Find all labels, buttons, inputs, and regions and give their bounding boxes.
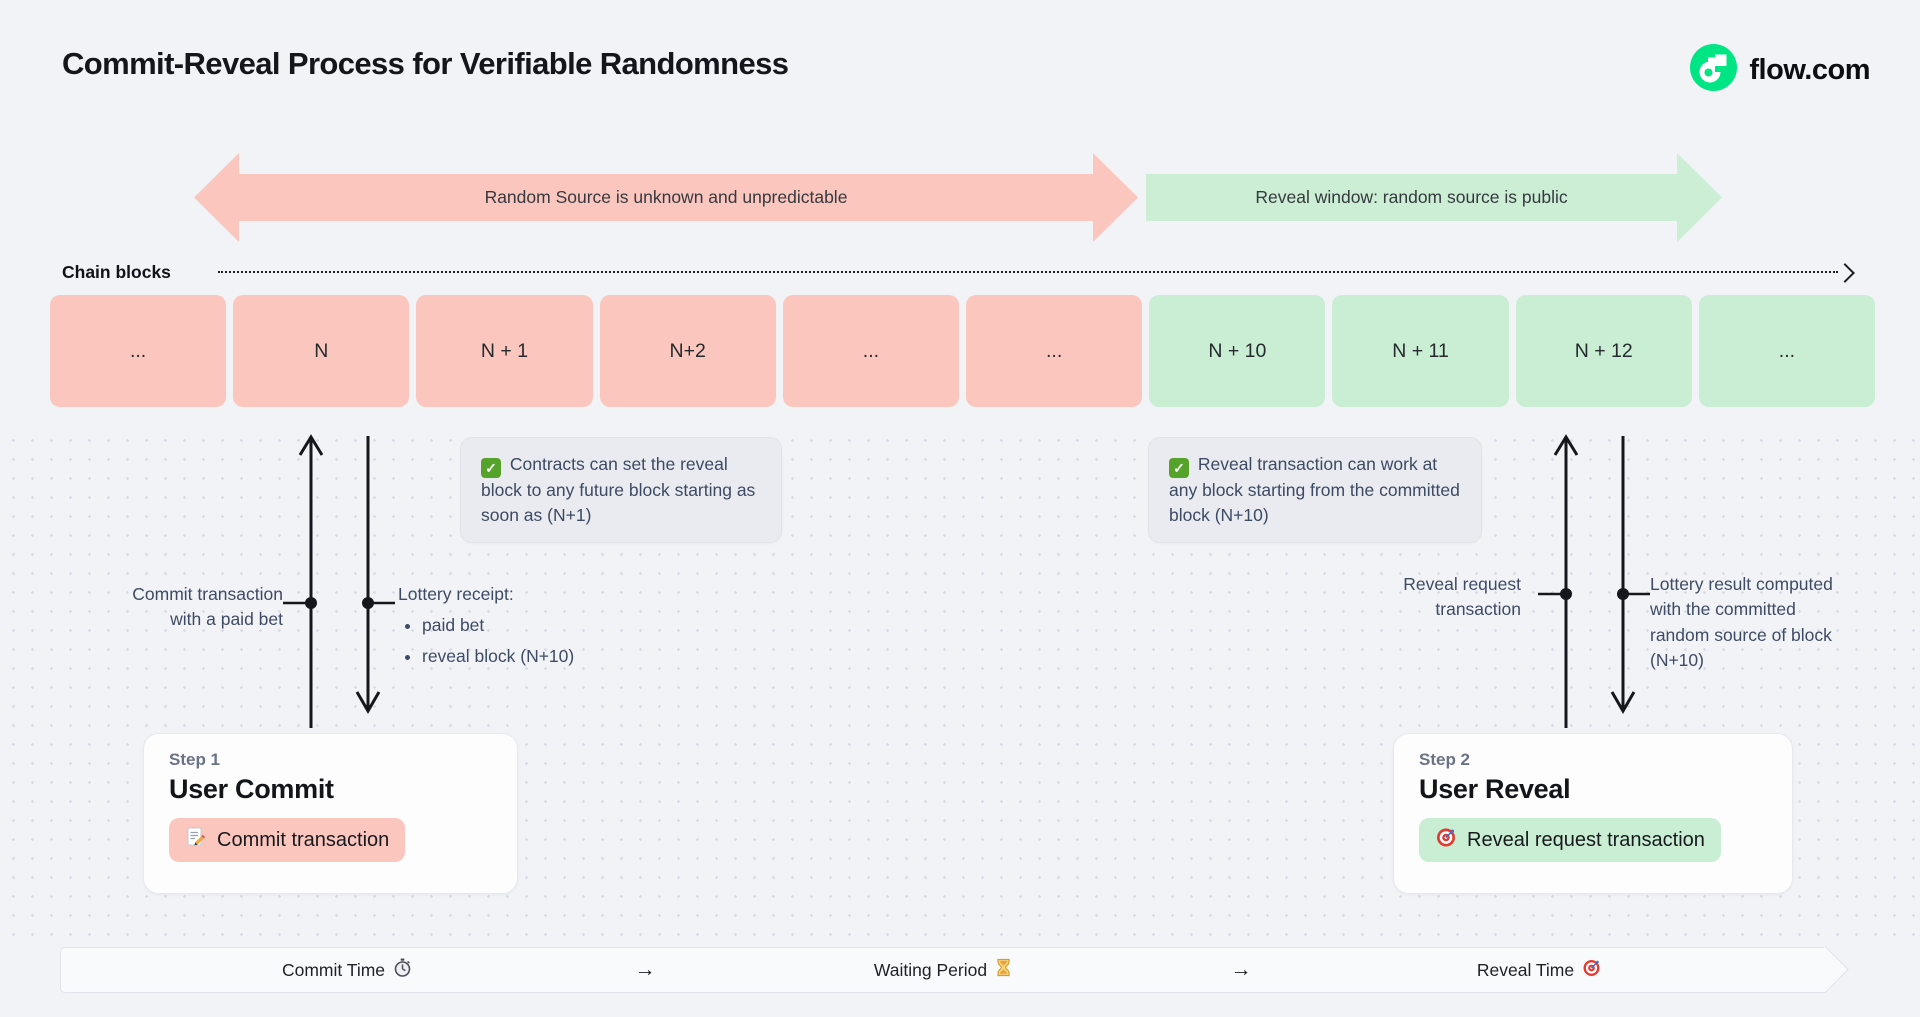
target-icon xyxy=(1435,826,1457,854)
brand[interactable]: flow.com xyxy=(1690,44,1870,96)
lottery-receipt-label: Lottery receipt: paid bet reveal block (… xyxy=(398,582,628,674)
step1-card: Step 1 User Commit Commit transaction xyxy=(143,733,518,894)
chain-axis-dotted-line xyxy=(218,271,1838,273)
chain-block: N + 11 xyxy=(1332,295,1509,407)
timeline-arrow: → xyxy=(634,958,656,981)
note-commit-window-text: Contracts can set the reveal block to an… xyxy=(481,454,756,526)
reveal-request-label: Reveal request transaction xyxy=(1403,574,1521,620)
chain-block: ... xyxy=(966,295,1143,407)
reveal-arrows xyxy=(1538,434,1650,728)
check-icon: ✓ xyxy=(481,458,501,478)
chain-block: ... xyxy=(1698,295,1876,407)
chain-block: ... xyxy=(782,295,960,407)
chain-block: N + 1 xyxy=(416,295,593,407)
timeline-arrow-tip-icon xyxy=(1802,946,1849,993)
lottery-receipt-title: Lottery receipt: xyxy=(398,584,514,604)
arrow-down-icon xyxy=(355,691,381,714)
commit-phase-band: Random Source is unknown and unpredictab… xyxy=(194,153,1138,242)
target-icon xyxy=(1582,958,1601,982)
commit-arrows xyxy=(283,434,395,728)
chain-block: N+2 xyxy=(599,295,776,407)
brand-name: flow.com xyxy=(1749,53,1870,86)
lottery-result-label: Lottery result computed with the committ… xyxy=(1650,574,1833,671)
commit-transaction-button[interactable]: Commit transaction xyxy=(169,818,406,862)
reveal-button-label: Reveal request transaction xyxy=(1467,828,1705,851)
timeline-reveal-time: Reveal Time xyxy=(1419,958,1659,982)
reveal-phase-band: Reveal window: random source is public xyxy=(1146,153,1722,242)
arrow-down-icon xyxy=(1610,691,1636,714)
page-title: Commit-Reveal Process for Verifiable Ran… xyxy=(62,46,789,81)
band-arrowhead-right-icon xyxy=(1677,153,1722,242)
commit-phase-label: Random Source is unknown and unpredictab… xyxy=(484,187,848,207)
receipt-item: reveal block (N+10) xyxy=(422,644,628,669)
reveal-phase-label: Reveal window: random source is public xyxy=(1255,187,1568,207)
chain-blocks-row: ... N N + 1 N+2 ... ... N + 10 N + 11 N … xyxy=(50,295,1876,407)
chain-block: ... xyxy=(50,295,227,407)
flow-logo-icon xyxy=(1690,44,1738,96)
note-reveal-window-text: Reveal transaction can work at any block… xyxy=(1169,454,1460,526)
step2-card: Step 2 User Reveal Reveal request transa… xyxy=(1393,733,1793,894)
timeline-bar: Commit Time → Waiting Period xyxy=(60,946,1849,993)
timeline-arrow: → xyxy=(1230,958,1252,981)
chain-blocks-label: Chain blocks xyxy=(62,262,171,282)
chain-block: N + 10 xyxy=(1149,295,1326,407)
note-commit-window: ✓ Contracts can set the reveal block to … xyxy=(460,437,782,544)
band-arrowhead-left-icon xyxy=(194,153,239,242)
step2-title: User Reveal xyxy=(1419,774,1571,804)
timeline-commit-time: Commit Time xyxy=(227,958,467,982)
memo-icon xyxy=(185,826,207,854)
hourglass-icon xyxy=(995,958,1012,982)
reveal-request-button[interactable]: Reveal request transaction xyxy=(1419,818,1721,862)
chain-axis-arrowhead-icon xyxy=(1835,263,1855,283)
commit-button-label: Commit transaction xyxy=(217,828,390,851)
step2-kicker: Step 2 xyxy=(1419,750,1471,769)
chain-block: N xyxy=(233,295,410,407)
check-icon: ✓ xyxy=(1169,458,1189,478)
chain-block: N + 12 xyxy=(1515,295,1692,407)
arrow-up-icon xyxy=(1553,434,1579,456)
note-reveal-window: ✓ Reveal transaction can work at any blo… xyxy=(1148,437,1482,544)
arrow-up-icon xyxy=(298,434,324,456)
step1-kicker: Step 1 xyxy=(169,750,221,769)
commit-transaction-label: Commit transaction with a paid bet xyxy=(132,584,283,630)
timeline-waiting-period: Waiting Period xyxy=(823,958,1063,982)
receipt-item: paid bet xyxy=(422,613,628,638)
step1-title: User Commit xyxy=(169,774,334,804)
stopwatch-icon xyxy=(393,958,412,982)
band-arrowhead-right-icon xyxy=(1093,153,1138,242)
